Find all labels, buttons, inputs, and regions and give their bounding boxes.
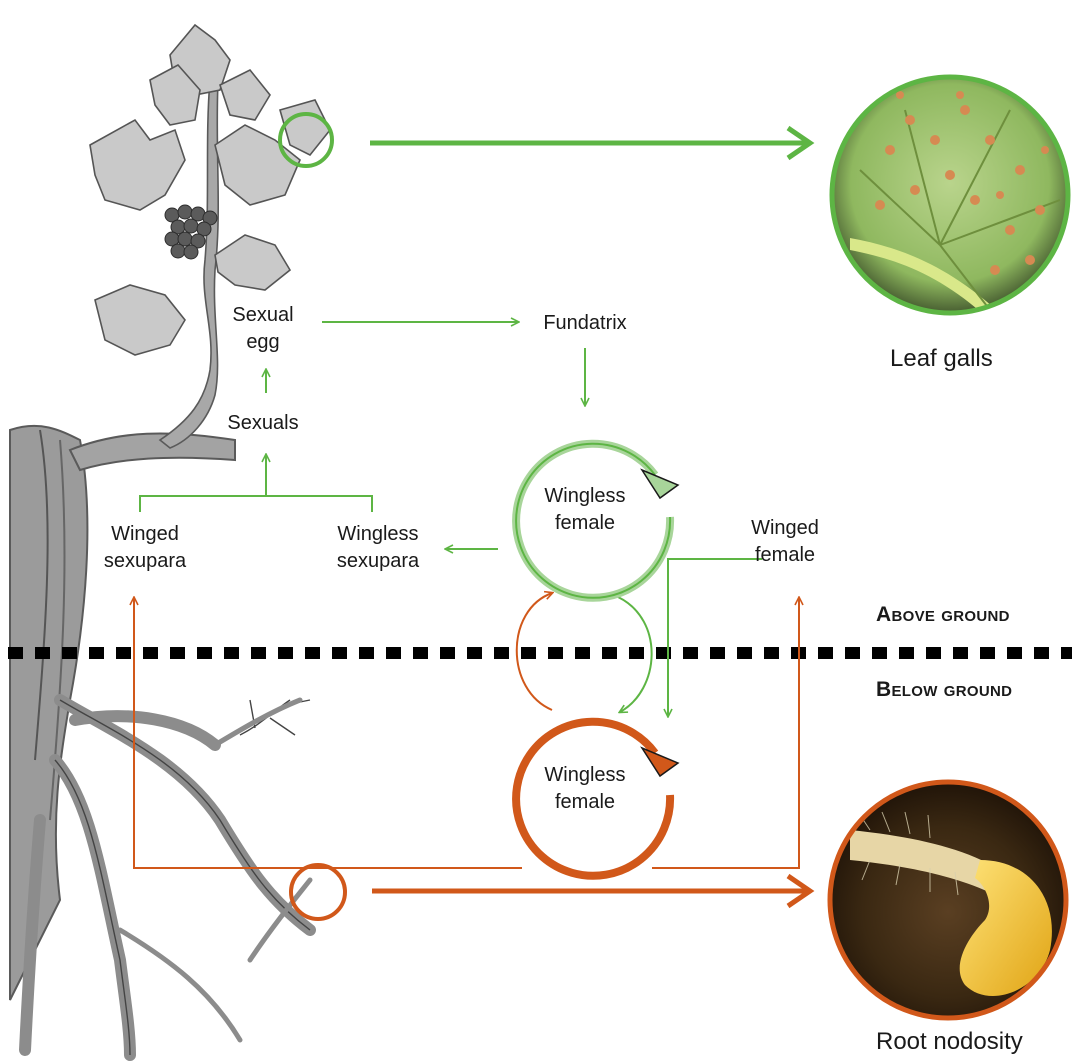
leaf-gall-photo: [832, 77, 1068, 320]
label-wingless-sexupara-line1: Wingless: [318, 521, 438, 548]
label-winged-sexupara-line2: sexupara: [90, 548, 200, 575]
label-winged-sexupara: Winged sexupara: [90, 521, 200, 575]
label-below-ground: Below ground: [876, 678, 1012, 702]
label-wingless-female-above-line1: Wingless: [530, 483, 640, 510]
label-wingless-sexupara-line2: sexupara: [318, 548, 438, 575]
root-cycle-arrows: [134, 593, 799, 868]
label-sexual-egg-line1: Sexual: [218, 302, 308, 329]
label-sexual-egg: Sexual egg: [218, 302, 308, 356]
caption-leaf-galls: Leaf galls: [890, 345, 993, 373]
label-sexual-egg-line2: egg: [218, 329, 308, 356]
label-winged-female: Winged female: [735, 515, 835, 569]
label-wingless-female-below-line1: Wingless: [530, 762, 640, 789]
label-fundatrix: Fundatrix: [520, 310, 650, 337]
label-above-ground: Above ground: [876, 603, 1010, 627]
label-wingless-female-above-line2: female: [530, 510, 640, 537]
root-nodosity-photo: [830, 782, 1066, 1018]
label-winged-female-line1: Winged: [735, 515, 835, 542]
label-wingless-female-above: Wingless female: [530, 483, 640, 537]
label-winged-sexupara-line1: Winged: [90, 521, 200, 548]
label-wingless-female-below-line2: female: [530, 789, 640, 816]
label-sexuals: Sexuals: [208, 410, 318, 437]
label-wingless-sexupara: Wingless sexupara: [318, 521, 438, 575]
label-winged-female-line2: female: [735, 542, 835, 569]
label-wingless-female-below: Wingless female: [530, 762, 640, 816]
caption-root-nodosity: Root nodosity: [876, 1028, 1023, 1056]
